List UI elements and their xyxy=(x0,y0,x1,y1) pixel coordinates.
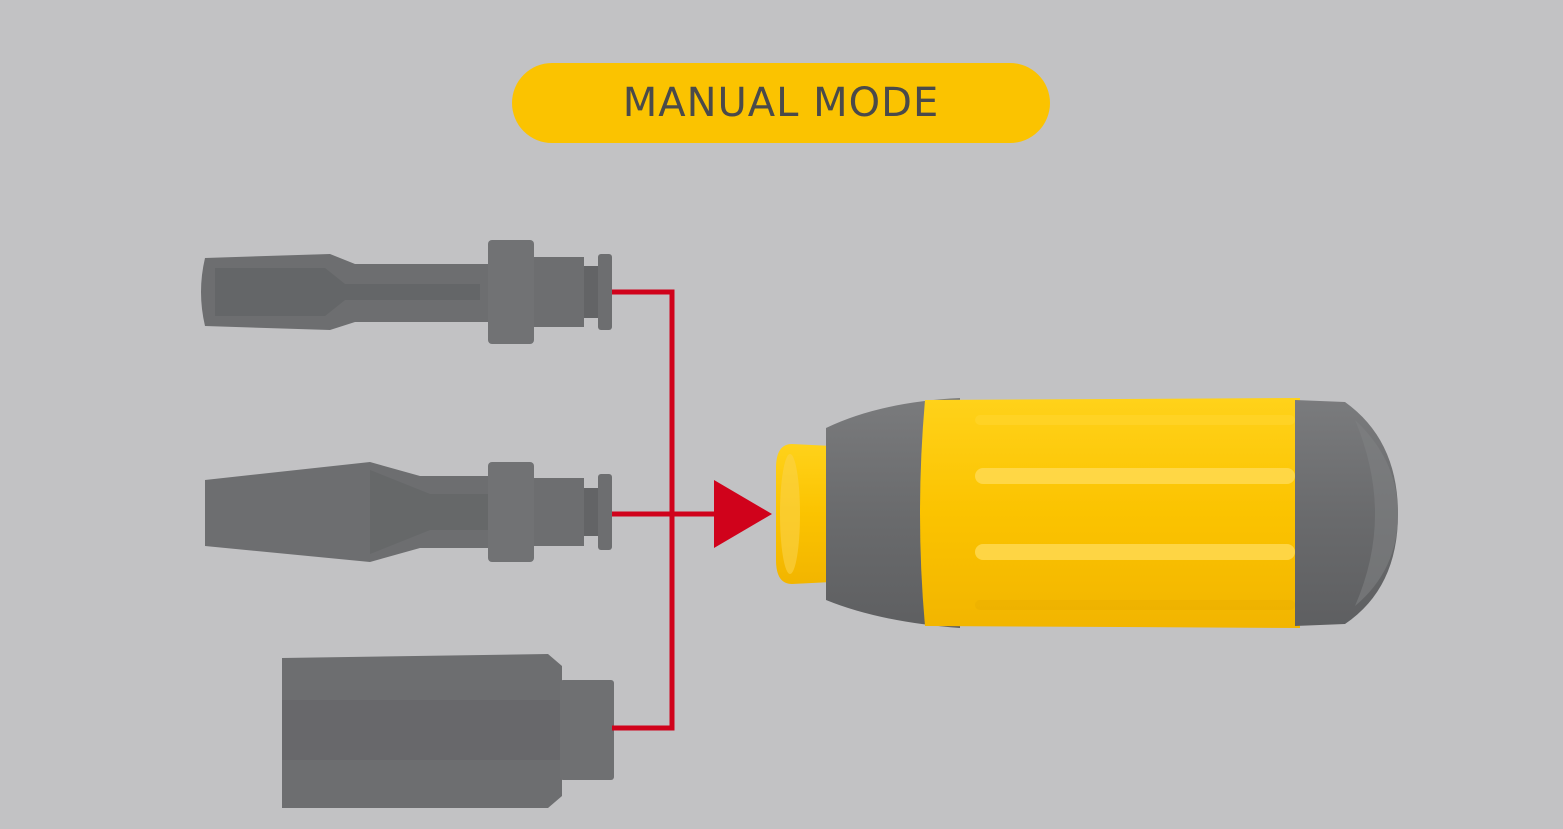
hex-socket-bit-icon xyxy=(282,654,614,808)
flathead-bit-icon xyxy=(205,462,612,562)
mode-label: MANUAL MODE xyxy=(622,80,940,126)
phillips-bit-icon xyxy=(201,240,612,344)
screwdriver-handle-icon xyxy=(776,398,1398,628)
arrow-icon xyxy=(714,480,772,548)
mode-badge: MANUAL MODE xyxy=(512,63,1050,143)
connector-lines xyxy=(612,289,716,731)
